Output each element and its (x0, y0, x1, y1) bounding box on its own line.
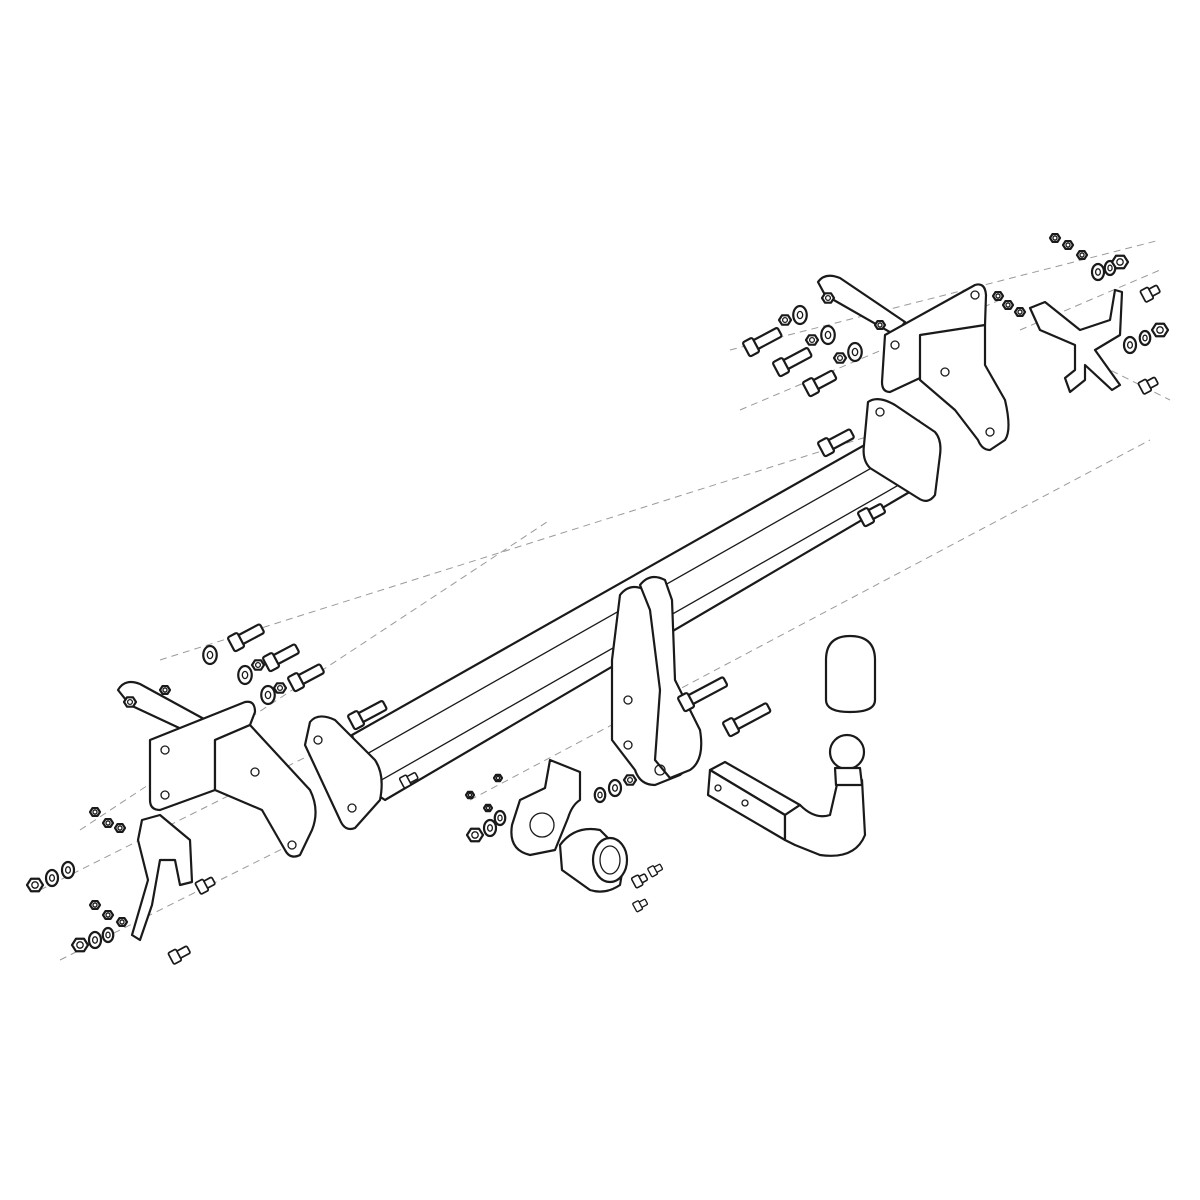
nut-icon (70, 937, 90, 953)
axis-line (159, 419, 921, 661)
washer-icon (237, 664, 253, 686)
bolt-icon (1137, 376, 1159, 395)
axis-line (729, 239, 1161, 351)
washer-icon (1138, 329, 1152, 347)
bolt-icon (398, 772, 419, 789)
nut-icon (464, 790, 476, 800)
bolt-icon (677, 676, 729, 713)
nut-icon (113, 823, 127, 833)
bolt-icon (632, 898, 649, 913)
washer-icon (847, 341, 863, 363)
nut-icon (158, 685, 172, 695)
bolt-icon (647, 863, 664, 878)
bolt-icon (857, 503, 886, 528)
nut-icon (832, 352, 848, 364)
left-side-bracket (116, 680, 317, 858)
nut-icon (465, 827, 485, 843)
washer-icon (792, 304, 808, 326)
nut-icon (1061, 240, 1075, 250)
bolt-icon (287, 663, 325, 693)
bolt-icon (802, 369, 838, 398)
nut-icon (482, 803, 494, 813)
washer-icon (44, 868, 60, 888)
nut-icon (1150, 322, 1170, 338)
left-end-plate (303, 715, 383, 831)
nut-icon (622, 774, 638, 786)
right-side-bracket (816, 274, 1010, 452)
bolt-icon (262, 643, 300, 673)
bolt-icon (1139, 284, 1161, 303)
washer-icon (482, 818, 498, 838)
fastener-hardware (25, 233, 1170, 965)
nut-icon (101, 910, 115, 920)
bolt-icon (722, 702, 772, 738)
washer-icon (820, 324, 836, 346)
electrical-socket (558, 827, 629, 893)
washer-icon (260, 684, 276, 706)
washer-icon (593, 786, 607, 804)
nut-icon (492, 773, 504, 783)
bolt-icon (630, 873, 649, 889)
right-support-bracket (1028, 288, 1124, 394)
bolt-icon (167, 945, 191, 965)
washer-icon (87, 930, 103, 950)
axis-line (469, 439, 1151, 801)
bolt-icon (227, 623, 265, 653)
washer-icon (1090, 262, 1106, 282)
washer-icon (493, 809, 507, 827)
nut-icon (1110, 254, 1130, 270)
nut-icon (250, 659, 266, 671)
washer-icon (202, 644, 218, 666)
nut-icon (777, 314, 793, 326)
nut-icon (272, 682, 288, 694)
bolt-icon (347, 700, 388, 731)
nut-icon (1001, 300, 1015, 310)
bolt-icon (742, 327, 783, 358)
nut-icon (88, 807, 102, 817)
nut-icon (1048, 233, 1062, 243)
tow-ball-neck (706, 733, 867, 857)
right-end-plate (862, 398, 942, 502)
washer-icon (1122, 335, 1138, 355)
washer-icon (607, 778, 623, 798)
nut-icon (115, 917, 129, 927)
washer-icon (60, 860, 76, 880)
bolt-icon (772, 347, 813, 378)
nut-icon (88, 900, 102, 910)
nut-icon (873, 320, 887, 330)
nut-icon (101, 818, 115, 828)
nut-icon (122, 696, 138, 708)
nut-icon (1013, 307, 1027, 317)
ball-cap (824, 634, 877, 714)
nut-icon (991, 291, 1005, 301)
washer-icon (101, 926, 115, 944)
bolt-icon (194, 876, 216, 895)
socket-plate (510, 758, 582, 857)
left-support-bracket (130, 813, 194, 942)
hanger-plates (610, 575, 703, 787)
nut-icon (820, 292, 836, 304)
nut-icon (25, 877, 45, 893)
axis-line (59, 839, 301, 961)
nut-icon (804, 334, 820, 346)
nut-icon (1075, 250, 1089, 260)
bolt-icon (817, 428, 855, 458)
